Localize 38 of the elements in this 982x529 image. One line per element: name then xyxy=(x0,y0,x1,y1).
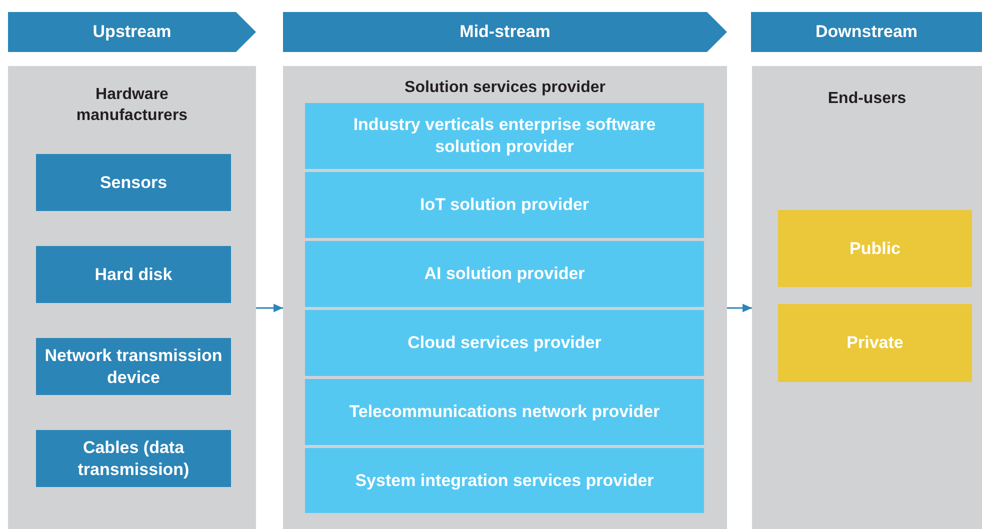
provider-box xyxy=(305,448,704,513)
arrow xyxy=(256,304,283,312)
box-label: Cables (data transmission) xyxy=(76,436,190,480)
hardware-box xyxy=(36,246,231,303)
box-label: Private xyxy=(846,333,904,353)
hardware-box xyxy=(36,430,231,487)
arrow xyxy=(727,304,752,312)
hardware-box xyxy=(36,338,231,395)
stage-header xyxy=(283,12,727,52)
hardware-box xyxy=(36,154,231,211)
stage-header xyxy=(8,12,256,52)
box-label: System integration services provider xyxy=(355,470,654,492)
panel-heading: Hardware manufacturers xyxy=(75,85,189,126)
box-label: Cloud services provider xyxy=(408,332,602,354)
panel-heading: Solution services provider xyxy=(404,78,606,98)
provider-box xyxy=(305,241,704,307)
end-user-box xyxy=(778,304,972,382)
box-label: IoT solution provider xyxy=(420,194,590,216)
box-label: Network transmission device xyxy=(44,344,224,388)
stage-panel xyxy=(752,66,982,529)
box-label: Hard disk xyxy=(94,264,172,286)
provider-box xyxy=(305,310,704,376)
box-label: Sensors xyxy=(100,172,168,194)
stage-panel xyxy=(8,66,256,529)
stage-header xyxy=(751,12,982,52)
box-label: Mid-stream xyxy=(460,22,550,42)
box-label: Public xyxy=(849,238,900,258)
box-label: Downstream xyxy=(815,22,918,42)
box-label: Upstream xyxy=(92,22,172,42)
stage-panel xyxy=(283,66,727,529)
end-user-box xyxy=(778,210,972,287)
panel-heading: End-users xyxy=(828,89,906,109)
provider-box xyxy=(305,172,704,238)
provider-box xyxy=(305,379,704,445)
box-label: Industry verticals enterprise software solution provider xyxy=(352,114,657,158)
box-label: Telecommunications network provider xyxy=(349,401,660,423)
provider-box xyxy=(305,103,704,169)
box-label: AI solution provider xyxy=(424,263,585,285)
